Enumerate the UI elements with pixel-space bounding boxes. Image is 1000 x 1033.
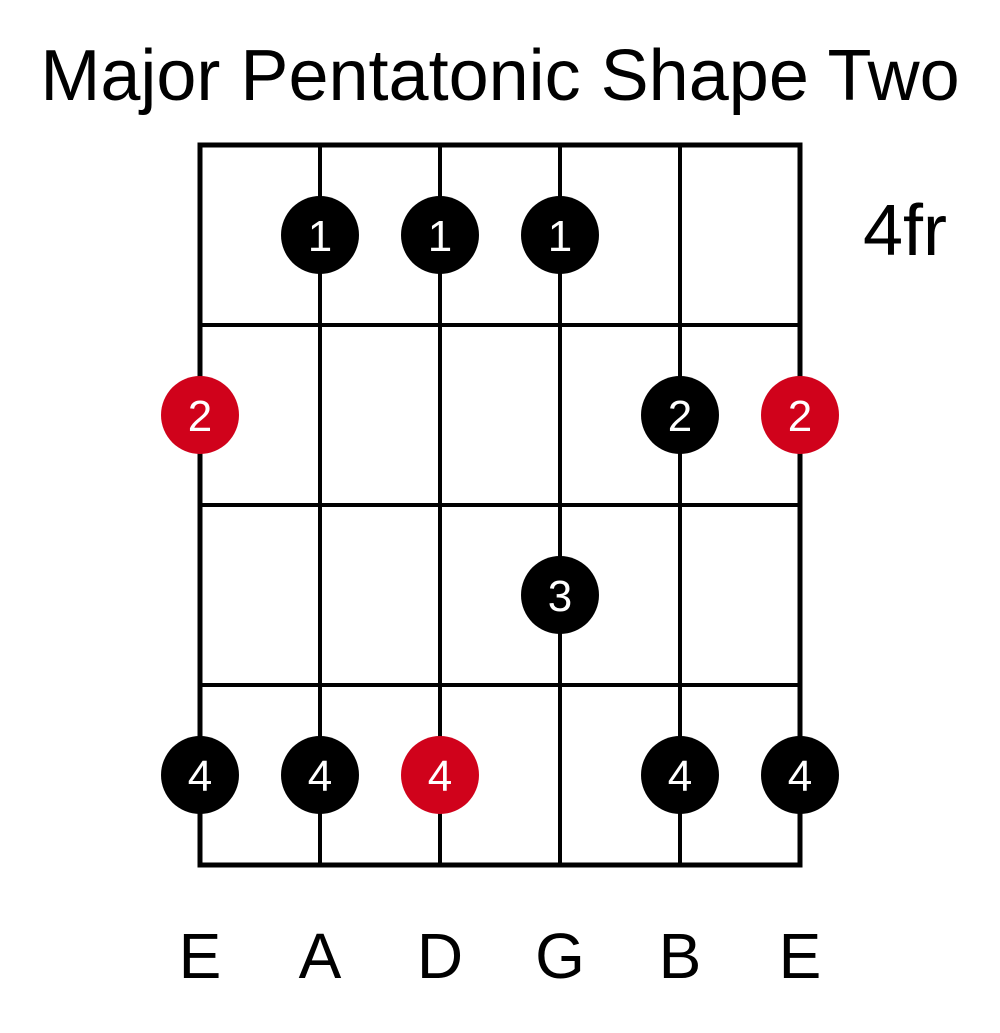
- note-marker: 3: [521, 556, 599, 634]
- note-dot: [641, 736, 719, 814]
- finger-number: 4: [428, 752, 452, 801]
- note-markers: 1 1 1 2 2 2 3 4 4 4 4 4: [161, 196, 839, 814]
- finger-number: 3: [548, 572, 572, 621]
- diagram-title: Major Pentatonic Shape Two: [40, 36, 959, 116]
- note-dot: [641, 376, 719, 454]
- string-label: E: [179, 920, 222, 992]
- finger-number: 1: [428, 212, 452, 261]
- note-marker: 4: [761, 736, 839, 814]
- root-note-marker: 4: [401, 736, 479, 814]
- note-dot: [281, 736, 359, 814]
- finger-number: 1: [548, 212, 572, 261]
- note-dot: [281, 196, 359, 274]
- note-dot: [161, 736, 239, 814]
- root-note-marker: 2: [161, 376, 239, 454]
- note-marker: 4: [641, 736, 719, 814]
- string-label: D: [417, 920, 463, 992]
- finger-number: 2: [788, 392, 812, 441]
- note-dot: [761, 736, 839, 814]
- string-label: E: [779, 920, 822, 992]
- root-note-dot: [401, 736, 479, 814]
- root-note-marker: 2: [761, 376, 839, 454]
- note-dot: [521, 196, 599, 274]
- note-marker: 2: [641, 376, 719, 454]
- note-marker: 1: [281, 196, 359, 274]
- root-note-dot: [161, 376, 239, 454]
- finger-number: 2: [668, 392, 692, 441]
- finger-number: 4: [668, 752, 692, 801]
- note-marker: 4: [161, 736, 239, 814]
- string-label: G: [535, 920, 585, 992]
- note-marker: 4: [281, 736, 359, 814]
- finger-number: 1: [308, 212, 332, 261]
- note-marker: 1: [401, 196, 479, 274]
- note-dot: [521, 556, 599, 634]
- string-label: B: [659, 920, 702, 992]
- note-dot: [401, 196, 479, 274]
- fret-position-label: 4fr: [863, 191, 947, 271]
- root-note-dot: [761, 376, 839, 454]
- finger-number: 4: [188, 752, 212, 801]
- string-label: A: [299, 920, 342, 992]
- note-marker: 1: [521, 196, 599, 274]
- finger-number: 2: [188, 392, 212, 441]
- finger-number: 4: [308, 752, 332, 801]
- finger-number: 4: [788, 752, 812, 801]
